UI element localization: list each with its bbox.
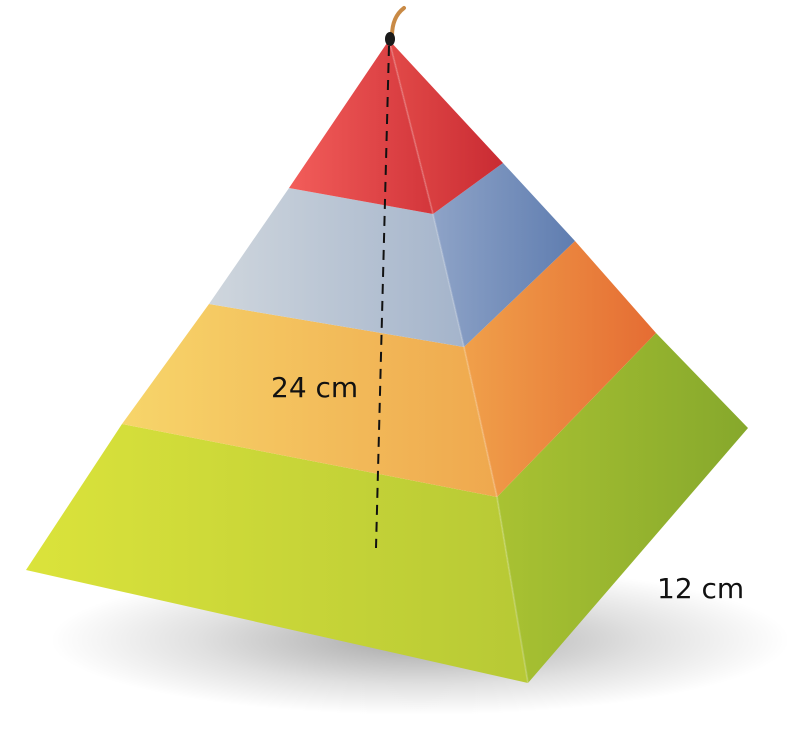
layer-top-front: [289, 40, 433, 214]
height-label: 24 cm: [271, 371, 359, 404]
base-side-label: 12 cm: [657, 572, 745, 605]
layer-top-side: [389, 40, 503, 214]
layer-upper-middle-front: [209, 188, 464, 347]
layer-bottom-front: [26, 424, 528, 683]
wick: [390, 6, 406, 38]
layer-lower-middle-front: [122, 304, 497, 497]
layer-upper-middle-side: [433, 163, 575, 347]
layer-lower-middle-side: [464, 241, 656, 497]
front-edge-highlight: [388, 39, 529, 684]
wick-base: [385, 32, 395, 46]
layer-bottom-side: [497, 333, 748, 683]
